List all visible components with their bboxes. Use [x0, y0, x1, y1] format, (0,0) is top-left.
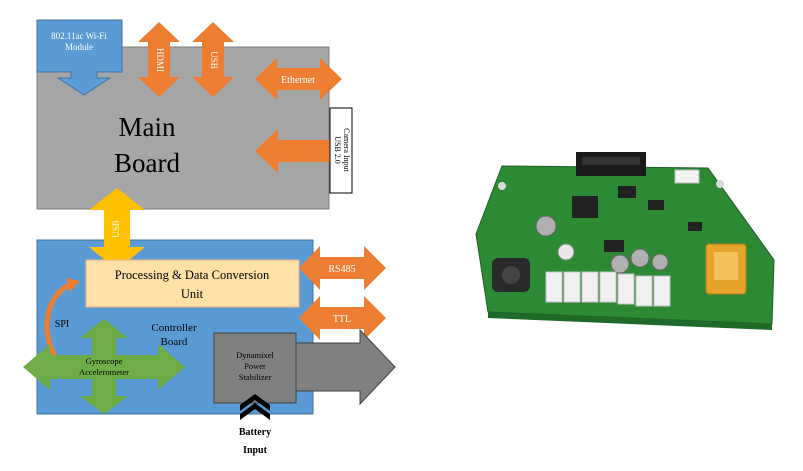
camera-input-box: [329, 107, 353, 194]
pcb-main-chip: [572, 196, 598, 218]
pcb-chip-5: [688, 222, 702, 231]
pcb-capacitor-2: [557, 243, 575, 261]
processing-unit-label-line1: Processing & Data Conversion: [115, 268, 270, 282]
pcb-edge: [488, 312, 772, 330]
pcb-header-pins: [582, 157, 640, 165]
usb-top-label: USB: [209, 51, 219, 69]
main-board-label-line1: Main: [119, 112, 176, 142]
pcb-capacitor-1: [535, 215, 557, 237]
rs485-label: RS485: [328, 264, 355, 275]
hdmi-arrow: [138, 22, 180, 97]
stabilizer-label-line2: Power: [244, 361, 266, 371]
ethernet-label: Ethernet: [281, 75, 315, 86]
battery-input-label-line1: Battery: [239, 427, 271, 438]
processing-unit-label-line2: Unit: [181, 287, 204, 301]
pcb-capacitor-3: [610, 254, 630, 274]
wifi-module-label-line1: 802.11ac Wi-Fi: [51, 31, 107, 41]
spi-label: SPI: [55, 319, 69, 330]
pcb-mounting-hole: [498, 182, 506, 190]
pcb-connector-row: [545, 271, 671, 307]
controller-board-pcb-photo: [475, 152, 775, 330]
system-block-diagram: 802.11ac Wi-Fi Module HDMI USB Ethernet …: [23, 19, 396, 456]
pcb-chip-3: [648, 200, 664, 210]
battery-chevron-lower: [240, 403, 270, 420]
stabilizer-block: [213, 332, 297, 404]
wifi-module-label-line2: Module: [65, 42, 93, 52]
controller-board-label-line1: Controller: [151, 322, 197, 334]
pcb-capacitor-5: [651, 253, 669, 271]
ethernet-arrow: [255, 58, 342, 100]
wifi-module-callout: [36, 19, 123, 96]
battery-input-label-line2: Input: [243, 445, 268, 456]
pcb-chip-4: [604, 240, 624, 252]
stabilizer-output-arrow: [284, 328, 396, 406]
gyro-label-line2: Accelerometer: [79, 367, 129, 377]
camera-input-label-line1: USB 2.0: [333, 136, 342, 164]
controller-board-label-line2: Board: [161, 336, 188, 348]
ttl-label: TTL: [333, 314, 351, 325]
gyro-label-line1: Gyroscope: [86, 356, 123, 366]
pcb-capacitor-4: [630, 248, 650, 268]
processing-unit-block: [85, 259, 300, 308]
camera-input-arrow: [255, 129, 330, 173]
rs485-arrow: [299, 246, 386, 290]
pcb-power-connector-face: [714, 252, 738, 280]
main-board-label-line2: Board: [114, 148, 180, 178]
pcb-inductor-core: [502, 266, 520, 284]
gyro-quad-arrow: [23, 319, 185, 414]
spi-arrow-head: [66, 278, 80, 292]
usb-link-arrow: [89, 188, 145, 270]
pcb-chip-2: [618, 186, 636, 198]
camera-input-label-line2: Camera Input: [342, 128, 351, 173]
usb-top-arrow: [192, 22, 234, 97]
stabilizer-label-line3: Stabilizer: [239, 372, 272, 382]
battery-chevron-upper: [240, 394, 270, 411]
hdmi-label: HDMI: [155, 48, 165, 72]
pcb-mounting-hole-2: [716, 180, 724, 188]
stabilizer-label-line1: Dynamixel: [236, 350, 274, 360]
ttl-arrow: [299, 296, 386, 340]
usb-link-label: USB: [111, 220, 121, 238]
pcb-small-connector: [674, 169, 700, 184]
